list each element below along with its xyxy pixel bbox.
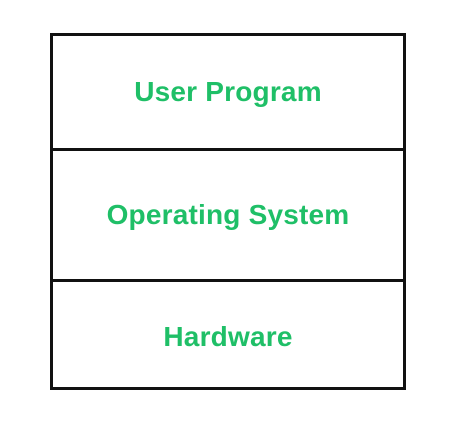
layer-hardware: Hardware bbox=[53, 282, 403, 387]
os-layer-stack: User Program Operating System Hardware bbox=[50, 33, 406, 390]
layer-user-program-label: User Program bbox=[134, 76, 322, 107]
layer-operating-system: Operating System bbox=[53, 151, 403, 282]
layer-user-program: User Program bbox=[53, 36, 403, 151]
layer-hardware-label: Hardware bbox=[163, 320, 293, 352]
layer-operating-system-label: Operating System bbox=[106, 199, 350, 230]
